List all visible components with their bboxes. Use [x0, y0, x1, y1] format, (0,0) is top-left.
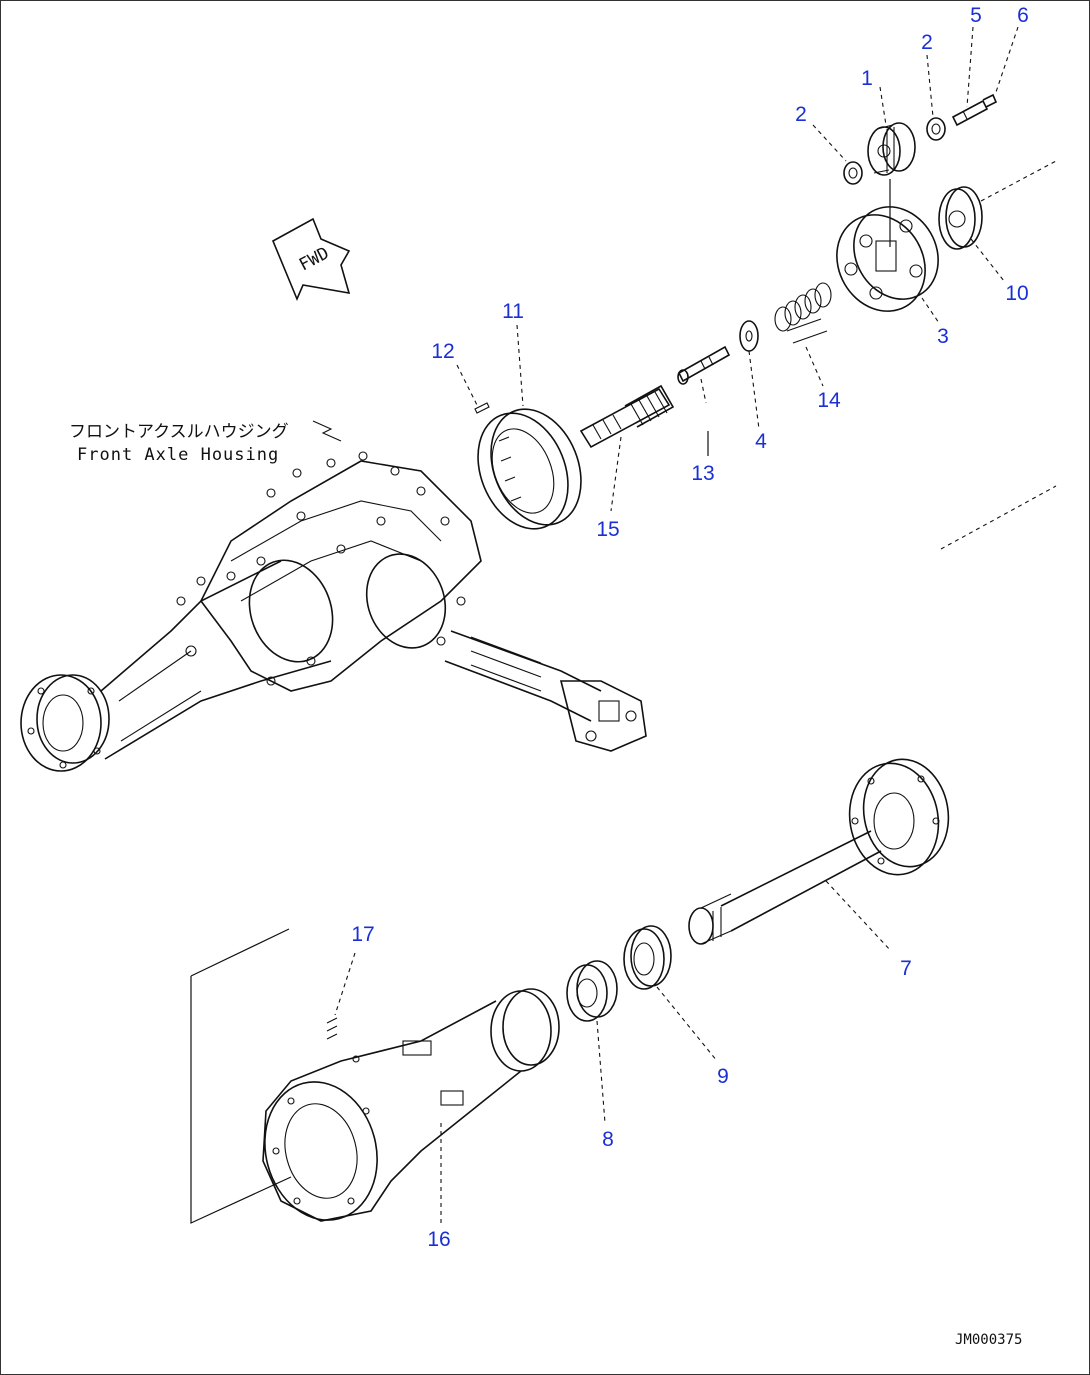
part-16-axle-housing: [262, 988, 560, 1222]
reference-frame-lower: [190, 928, 292, 1224]
callout-17: 17: [351, 923, 374, 946]
callout-3: 3: [937, 325, 949, 348]
housing-label-japanese: フロントアクスルハウジング: [69, 422, 289, 442]
callout-2-right: 2: [921, 31, 933, 54]
part-3-differential-case: [836, 179, 939, 312]
part-2-washer-right: [926, 117, 946, 141]
part-17-bolts: [326, 1017, 338, 1040]
part-15-pinion-shaft: [579, 384, 675, 449]
part-2-washer-left: [843, 161, 863, 185]
drawing-number: JM000375: [955, 1332, 1022, 1348]
part-7-axle-shaft: [688, 758, 950, 952]
fwd-label: FWD: [296, 243, 333, 275]
part-10-side-cover: [938, 160, 1057, 250]
callout-14: 14: [817, 389, 841, 412]
part-13-bolt: [677, 345, 731, 385]
housing-label-english: Front Axle Housing: [77, 445, 279, 465]
callout-1: 1: [861, 67, 873, 90]
part-9-seal: [623, 925, 672, 990]
part-11-ring-gear: [477, 408, 582, 530]
part-1-gear: [867, 122, 916, 176]
part-14-shims: [774, 282, 832, 344]
callout-6: 6: [1017, 4, 1029, 27]
callout-11: 11: [502, 300, 524, 323]
part-12-bolt: [474, 402, 490, 414]
part-8-bearing: [566, 960, 618, 1022]
callout-4: 4: [755, 430, 767, 453]
front-axle-housing-assembly: [20, 451, 647, 772]
callout-16: 16: [427, 1228, 450, 1251]
callout-8: 8: [602, 1128, 614, 1151]
part-5-shaft: [951, 99, 989, 127]
housing-leader-line: [312, 420, 342, 442]
part-4-washer: [739, 320, 759, 352]
callout-15: 15: [596, 518, 619, 541]
callout-5: 5: [970, 4, 982, 27]
callout-12: 12: [431, 340, 454, 363]
part-6-pin: [982, 93, 998, 108]
callout-10: 10: [1005, 282, 1028, 305]
callout-2-left: 2: [795, 103, 807, 126]
callout-7: 7: [900, 957, 912, 980]
leader-lines: [334, 26, 1019, 1223]
callout-9: 9: [717, 1065, 729, 1088]
reference-line-upper: [940, 485, 1057, 550]
callout-13: 13: [691, 462, 714, 485]
fwd-arrow-icon: FWD: [271, 217, 351, 302]
